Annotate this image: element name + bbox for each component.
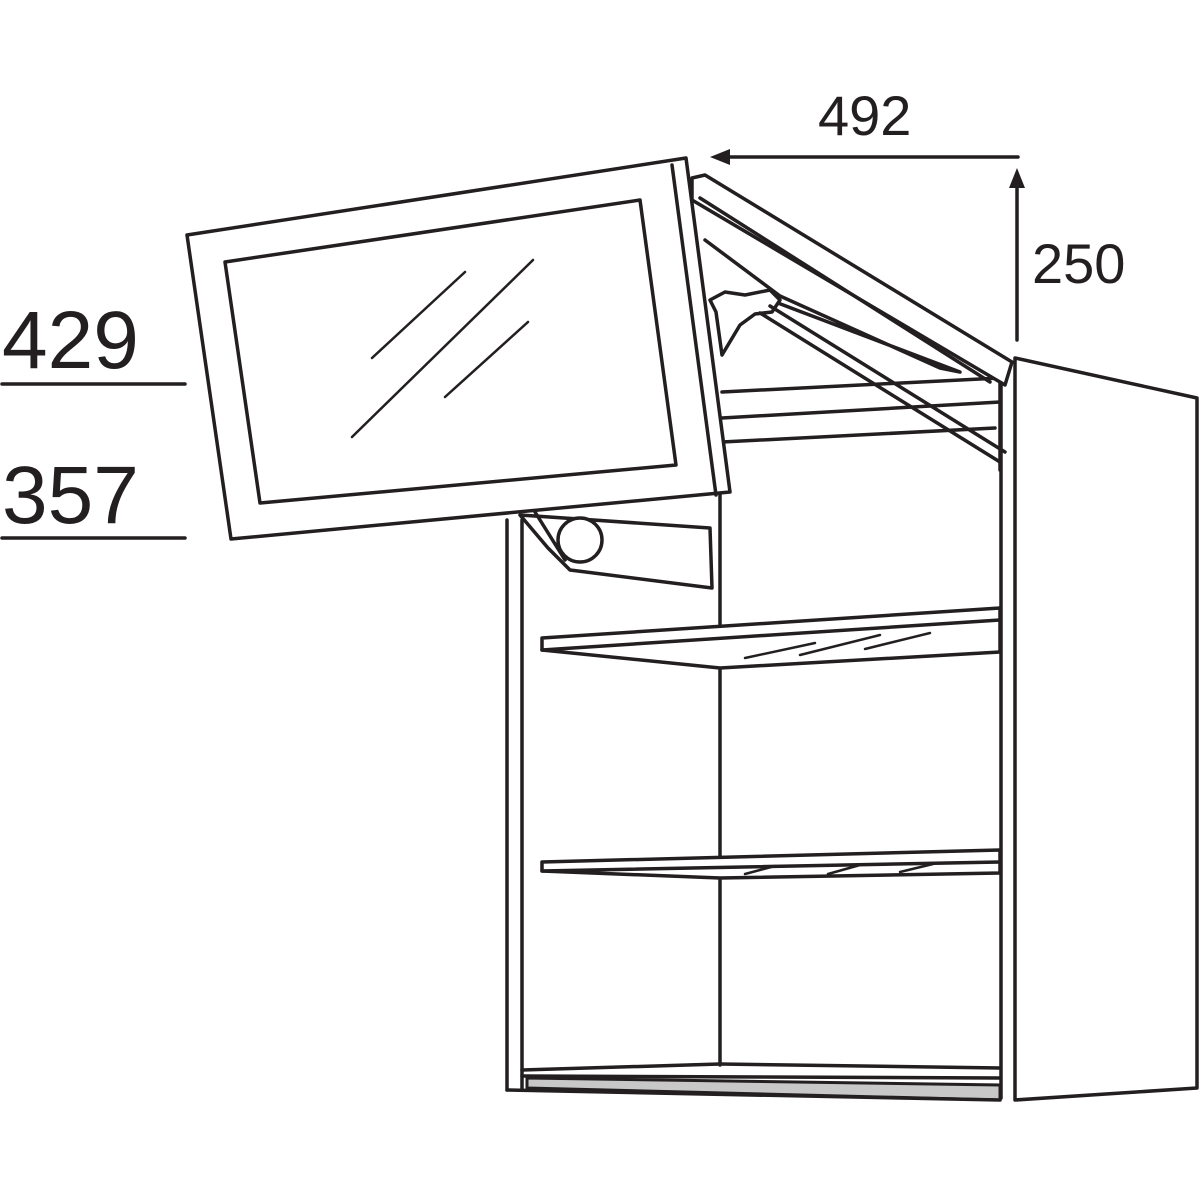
dimension-label-lower-height: 357 (2, 450, 139, 541)
flap-door (185, 156, 732, 541)
shelf-lower (540, 848, 1002, 880)
dimension-label-upper-height: 429 (2, 295, 139, 386)
cabinet-bottom (505, 1062, 1002, 1102)
glass-reflection (350, 258, 535, 439)
dimension-label-depth: 492 (818, 84, 912, 147)
glass-reflection (443, 320, 530, 399)
dimension-label-opening-height: 250 (1032, 232, 1126, 295)
dimension-arrow-250 (1009, 168, 1025, 342)
cabinet-left-edge (505, 518, 524, 1092)
lift-arm-upper (690, 173, 1014, 464)
hinge-pivot-icon (556, 516, 604, 564)
glass-reflection (370, 270, 467, 360)
dimension-arrow-492 (710, 149, 1020, 165)
lift-mechanism (518, 510, 714, 590)
cabinet-side-panel (999, 356, 1199, 1102)
shelf-upper (540, 606, 1002, 670)
